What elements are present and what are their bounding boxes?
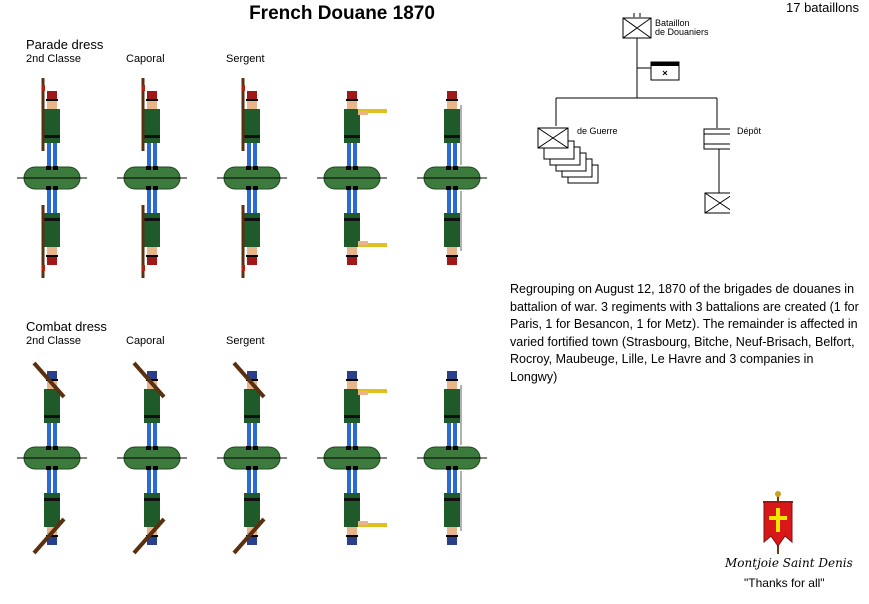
signature: Montjoie Saint Denis (725, 556, 853, 570)
battalion-count: 17 bataillons (786, 0, 859, 15)
page-title: French Douane 1870 (249, 3, 435, 24)
parade-rank-2nd-classe: 2nd Classe (26, 53, 82, 65)
org-hq-label-2: de Douaniers (655, 27, 709, 37)
history-paragraph: Regrouping on August 12, 1870 of the bri… (510, 282, 859, 384)
combat-figure-sergent (217, 361, 287, 555)
org-chart (537, 13, 730, 214)
combat-rank-2nd-classe: 2nd Classe (26, 335, 82, 347)
parade-figure-2nd-classe (17, 78, 87, 278)
parade-rank-caporal: Caporal (126, 53, 165, 65)
parade-figure-bugler (317, 91, 387, 265)
org-hq-symbol (622, 13, 652, 39)
combat-figure-caporal (117, 361, 187, 555)
parade-figure-officer (417, 91, 487, 265)
saint-denis-banner-logo (763, 491, 793, 554)
parade-dress-heading: Parade dress (26, 37, 104, 52)
combat-rank-sergent: Sergent (226, 335, 265, 347)
combat-rank-caporal: Caporal (126, 335, 165, 347)
combat-figure-officer (417, 371, 487, 545)
org-staff-symbol (650, 61, 680, 81)
org-war-label: de Guerre (577, 126, 618, 136)
parade-figure-caporal (117, 78, 187, 278)
org-depot-symbol (703, 128, 730, 150)
org-hq-label-1: Bataillon (655, 18, 690, 28)
org-depot-company-symbol (704, 192, 730, 214)
parade-figure-sergent (217, 78, 287, 278)
org-depot-label: Dépôt (737, 126, 762, 136)
org-war-battalions-stack (537, 127, 599, 184)
combat-figure-2nd-classe (17, 361, 87, 555)
combat-dress-heading: Combat dress (26, 319, 107, 334)
thanks-caption: "Thanks for all" (744, 576, 825, 590)
combat-figure-bugler (317, 371, 387, 545)
parade-rank-sergent: Sergent (226, 53, 265, 65)
